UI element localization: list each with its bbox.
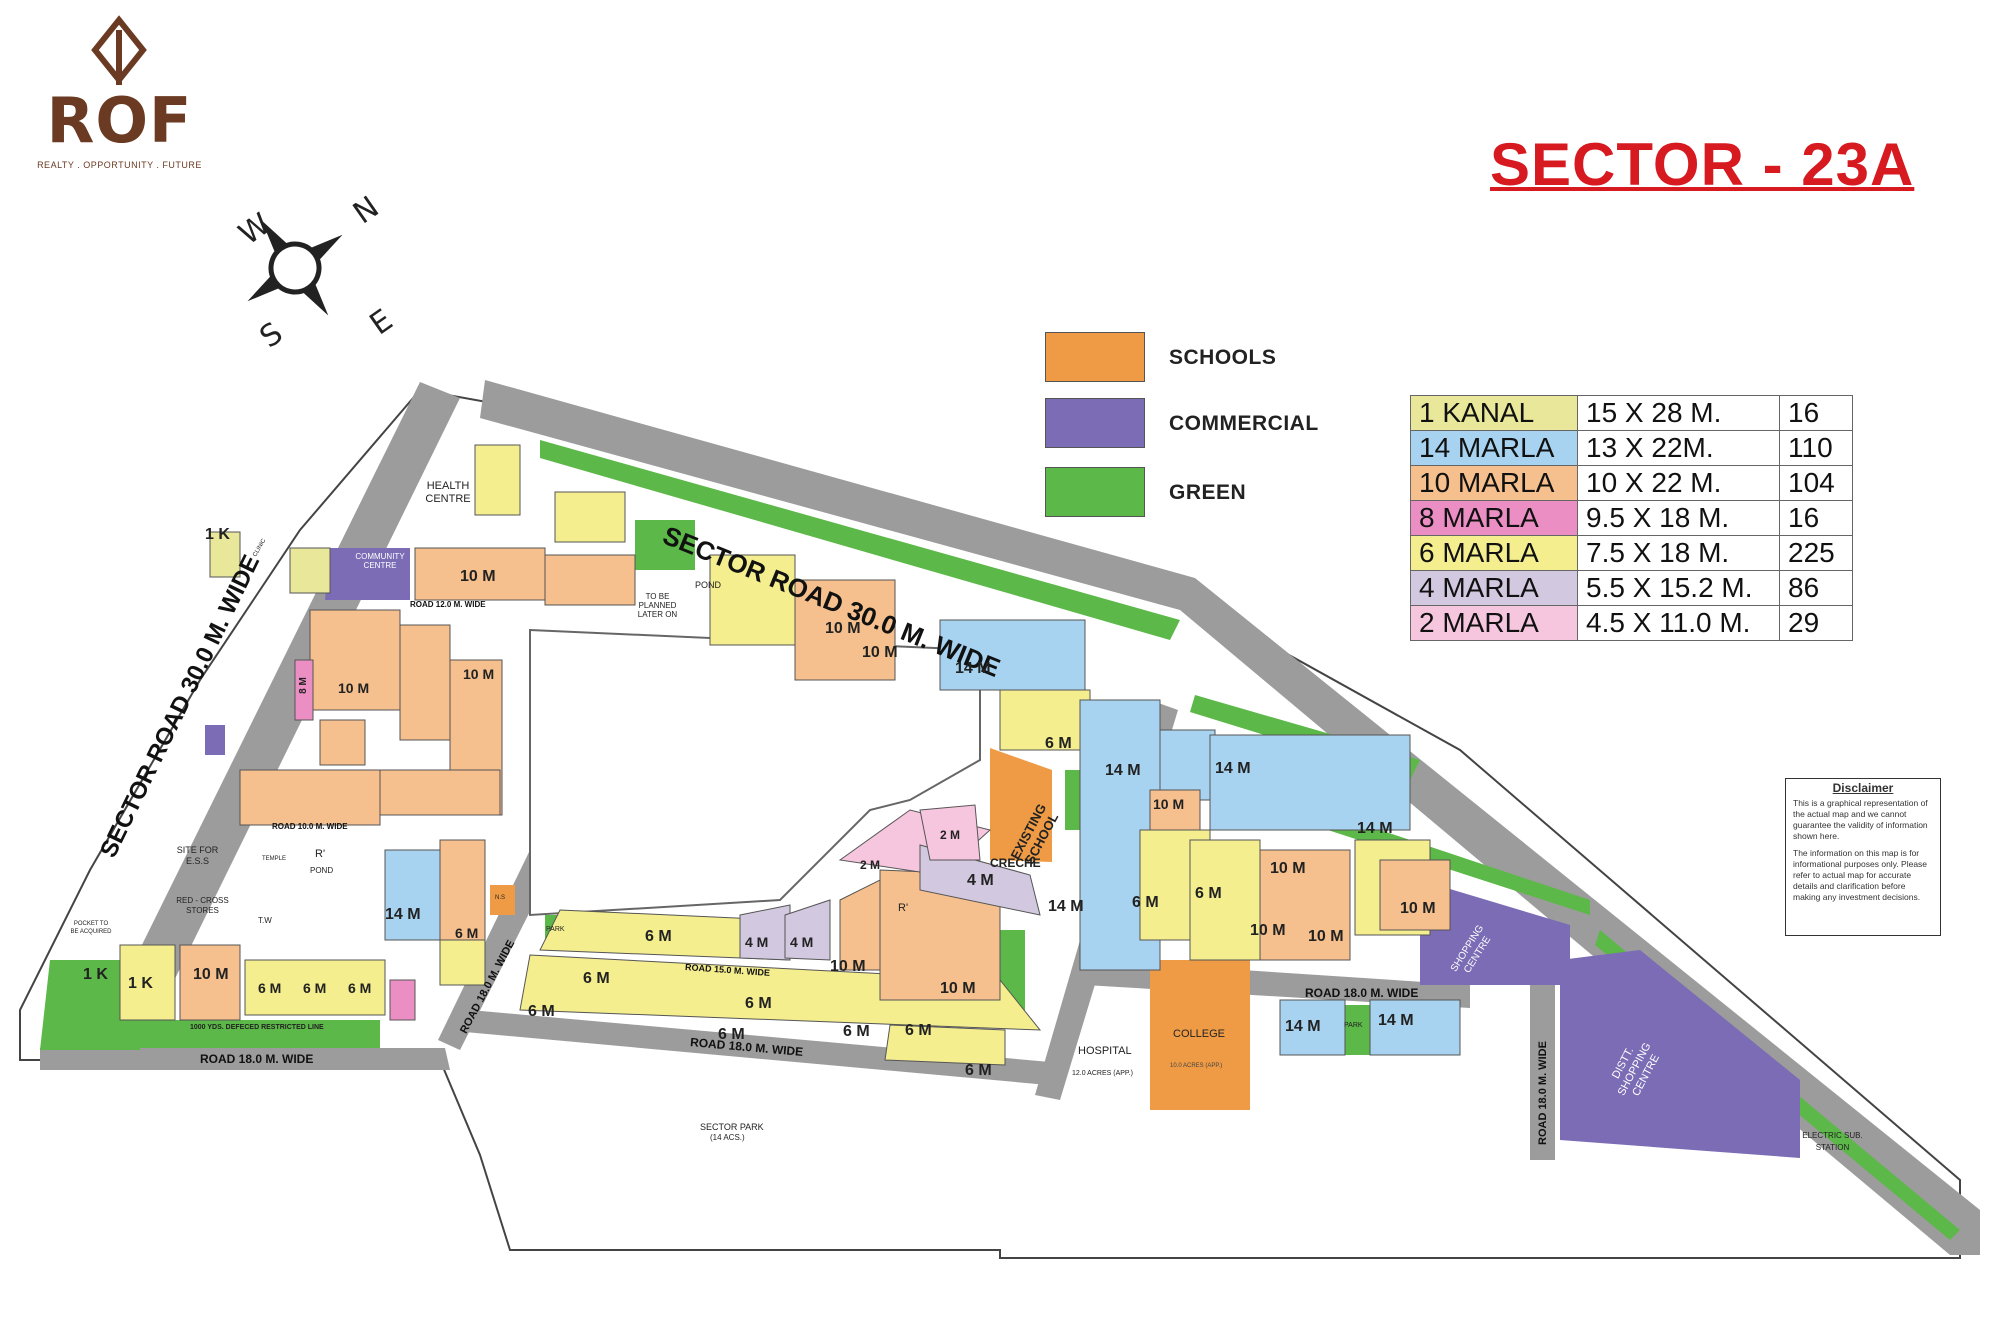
green-park-5: [635, 520, 695, 570]
commercial-community-centre: [325, 548, 410, 600]
plot-size-cell: 10 X 22 M.: [1577, 465, 1780, 501]
legend-label-commercial: COMMERCIAL: [1169, 412, 1319, 435]
disclaimer-text-1: This is a graphical representation of th…: [1793, 798, 1928, 841]
school-existing: [990, 748, 1052, 862]
legend-swatch-green: [1045, 467, 1145, 517]
legend-label-green: GREEN: [1169, 481, 1247, 504]
disclaimer-text-2: The information on this map is for infor…: [1793, 848, 1928, 902]
green-strip-north: [540, 440, 1180, 640]
plot-size-cell: 4.5 X 11.0 M.: [1577, 605, 1780, 641]
road-18-mid: [465, 1010, 1050, 1085]
plot-type-cell: 8 MARLA: [1410, 500, 1578, 536]
plot-size-cell: 13 X 22M.: [1577, 430, 1780, 466]
plot-size-cell: 5.5 X 15.2 M.: [1577, 570, 1780, 606]
legend-item-schools: SCHOOLS: [1045, 332, 1365, 382]
school-college: [1150, 960, 1250, 1110]
green-west: [40, 960, 140, 1050]
rof-logo-mark: [91, 15, 147, 85]
green-restricted: [130, 1020, 380, 1048]
plot-count-cell: 225: [1779, 535, 1853, 571]
plot-size-cell: 15 X 28 M.: [1577, 395, 1780, 431]
road-18-south: [40, 1048, 450, 1070]
logo-name: ROF: [46, 84, 193, 157]
compass-icon: [247, 220, 343, 316]
logo-tagline: REALTY . OPPORTUNITY . FUTURE: [37, 160, 202, 170]
road-18-east-vert: [1530, 965, 1555, 1160]
plot-type-cell: 10 MARLA: [1410, 465, 1578, 501]
plot-type-cell: 4 MARLA: [1410, 570, 1578, 606]
plot-count-cell: 29: [1779, 605, 1853, 641]
commercial-shopping-centre: [1420, 880, 1570, 985]
page-title: SECTOR - 23A: [1490, 131, 1915, 198]
plot-count-cell: 86: [1779, 570, 1853, 606]
school-small: [490, 885, 515, 915]
plot-type-cell: 6 MARLA: [1410, 535, 1578, 571]
plot-size-cell: 7.5 X 18 M.: [1577, 535, 1780, 571]
legend-item-green: GREEN: [1045, 467, 1365, 517]
plot-type-cell: 2 MARLA: [1410, 605, 1578, 641]
legend-swatch-schools: [1045, 332, 1145, 382]
plot-type-cell: 14 MARLA: [1410, 430, 1578, 466]
commercial-small: [205, 725, 225, 755]
plot-blocks: [119, 444, 1461, 1066]
legend-item-commercial: COMMERCIAL: [1045, 398, 1365, 448]
commercial-distt-shopping: [1560, 950, 1800, 1158]
road-18-diag: [438, 850, 555, 1050]
plot-count-cell: 16: [1779, 500, 1853, 536]
plot-count-cell: 110: [1779, 430, 1853, 466]
plot-count-cell: 104: [1779, 465, 1853, 501]
legend-swatch-commercial: [1045, 398, 1145, 448]
legend-label-schools: SCHOOLS: [1169, 346, 1277, 369]
plot-count-cell: 16: [1779, 395, 1853, 431]
plot-type-cell: 1 KANAL: [1410, 395, 1578, 431]
plot-size-cell: 9.5 X 18 M.: [1577, 500, 1780, 536]
disclaimer-heading: Disclaimer: [1832, 781, 1894, 795]
disclaimer-box: Disclaimer This is a graphical represent…: [1785, 778, 1941, 936]
rof-logo: ROF REALTY . OPPORTUNITY . FUTURE: [32, 18, 207, 171]
